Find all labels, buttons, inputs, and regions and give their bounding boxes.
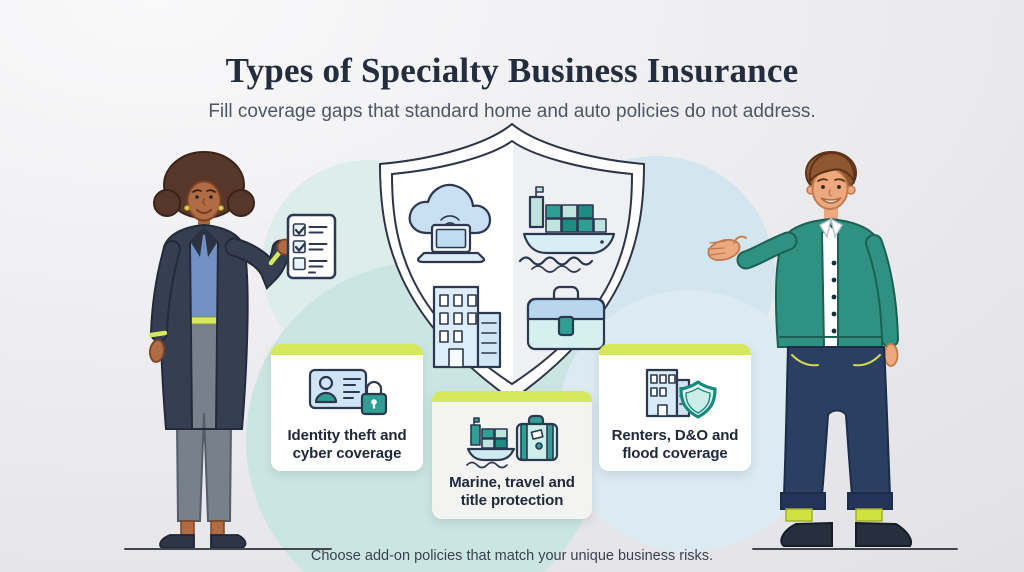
woman-lapel-right bbox=[204, 227, 218, 257]
man-shoe-left bbox=[780, 521, 833, 547]
man-buttons bbox=[831, 260, 837, 334]
tablet-checklist bbox=[286, 213, 337, 280]
page-title: Types of Specialty Business Insurance bbox=[225, 51, 799, 91]
woman-shoe-left bbox=[159, 534, 195, 549]
footer-caption: Choose add-on policies that match your u… bbox=[310, 547, 714, 564]
man-cuff-right bbox=[847, 492, 893, 510]
card-accent-bar bbox=[432, 391, 592, 402]
man-face bbox=[808, 151, 856, 210]
card-label: Renters, D&O and flood coverage bbox=[611, 427, 739, 463]
man-hand-down bbox=[883, 343, 899, 367]
card-marine-travel-title: Marine, travel and title protection bbox=[432, 391, 592, 519]
shield-emblem bbox=[378, 122, 646, 402]
cargo-ship-suitcase-icon bbox=[466, 414, 559, 469]
woman-hand-left bbox=[149, 339, 165, 363]
man-collar-right bbox=[829, 217, 843, 239]
woman-lapel-left bbox=[190, 227, 204, 257]
man-hand-open bbox=[707, 235, 747, 262]
office-building-icon bbox=[432, 285, 502, 369]
woman-bracelet bbox=[148, 330, 168, 338]
cloud-laptop-icon bbox=[408, 183, 492, 264]
man-presenting bbox=[707, 151, 912, 547]
id-card-lock-icon bbox=[308, 368, 388, 416]
briefcase-icon bbox=[526, 285, 606, 351]
businesswoman-with-tablet bbox=[148, 151, 337, 549]
card-accent-bar bbox=[271, 344, 423, 355]
woman-bracelet-right bbox=[268, 250, 282, 266]
card-label: Identity theft and cyber coverage bbox=[287, 427, 407, 463]
building-shield-icon bbox=[645, 368, 717, 419]
woman-shoe-right bbox=[210, 534, 247, 549]
card-identity-cyber: Identity theft and cyber coverage bbox=[271, 344, 423, 471]
man-cuff-left bbox=[780, 492, 826, 510]
man-jeans bbox=[782, 346, 892, 496]
man-collar-left bbox=[819, 217, 833, 239]
page-subtitle: Fill coverage gaps that standard home an… bbox=[208, 101, 816, 122]
woman-face bbox=[184, 180, 224, 222]
ground-line-left bbox=[124, 548, 332, 550]
cargo-ship-icon bbox=[518, 186, 616, 273]
card-label: Marine, travel and title protection bbox=[449, 474, 575, 510]
man-sock-right bbox=[855, 508, 883, 522]
man-sock-left bbox=[785, 508, 813, 522]
card-accent-bar bbox=[599, 344, 751, 355]
man-shoe-right bbox=[855, 521, 912, 547]
ground-line-right bbox=[752, 548, 958, 550]
card-renters-do-flood: Renters, D&O and flood coverage bbox=[599, 344, 751, 471]
man-pocket-stitching bbox=[791, 354, 881, 367]
